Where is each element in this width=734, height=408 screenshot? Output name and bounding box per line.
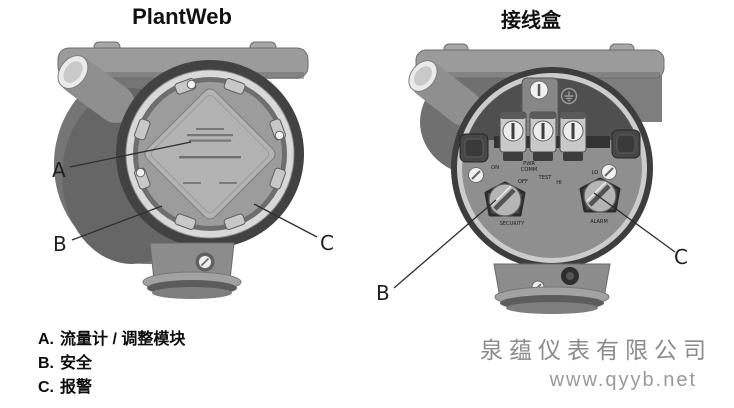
marking-off: OFF: [518, 179, 528, 185]
marking-test: TEST: [538, 175, 553, 181]
terminal-screws: [494, 111, 610, 161]
legend-key-c: C.: [38, 379, 54, 396]
marking-comm: COMM: [521, 167, 538, 173]
marking-hi: HI: [556, 180, 562, 186]
plantweb-device-illustration: [54, 41, 309, 299]
right-figure-title: 接线盒: [501, 10, 561, 32]
retainer-clips: [134, 78, 286, 230]
marking-security: SECURITY: [500, 221, 525, 227]
callout-b-right: B: [376, 281, 390, 305]
legend-label-a: 流量计 / 调整模块: [60, 331, 186, 348]
legend-key-b: B.: [38, 355, 54, 372]
junction-box-device-illustration: ON PWR COMM TEST OFF HI LO SECURITY ALAR…: [408, 43, 665, 314]
callout-a-left: A: [52, 158, 66, 182]
conduit-entry: [408, 60, 482, 126]
legend-key-a: A.: [38, 331, 54, 348]
callout-c-right: C: [674, 245, 688, 269]
faceplate-screws: [468, 164, 617, 183]
terminal-compartment: [451, 67, 653, 269]
legend-item-a: A. 流量计 / 调整模块: [38, 328, 185, 352]
legend-item-c: C. 报警: [38, 376, 185, 400]
marking-on: ON: [491, 165, 499, 171]
conduit-entry: [57, 55, 135, 123]
legend-label-b: 安全: [60, 355, 93, 372]
rim-screws: [135, 79, 285, 178]
ground-symbol-icon: [560, 87, 578, 105]
marking-lo: LO: [592, 170, 599, 176]
side-ports: [459, 129, 641, 163]
marking-pwr: PWR: [523, 161, 535, 167]
watermark-company-name: 泉蕴仪表有限公司: [480, 337, 712, 363]
process-neck-and-flange: [142, 242, 242, 299]
legend-label-c: 报警: [60, 379, 93, 396]
callout-c-left: C: [320, 231, 334, 255]
process-neck-and-flange: [493, 263, 611, 314]
electronics-nameplate-label: [144, 88, 276, 220]
watermark-website: www.qyyb.net: [549, 369, 697, 391]
marking-alarm: ALARM: [590, 219, 608, 225]
cover-screw: [529, 80, 549, 100]
callout-b-left: B: [53, 232, 67, 256]
figure-legend: A. 流量计 / 调整模块 B. 安全 C. 报警: [38, 328, 185, 400]
legend-item-b: B. 安全: [38, 352, 185, 376]
left-figure-title: PlantWeb: [132, 4, 232, 29]
